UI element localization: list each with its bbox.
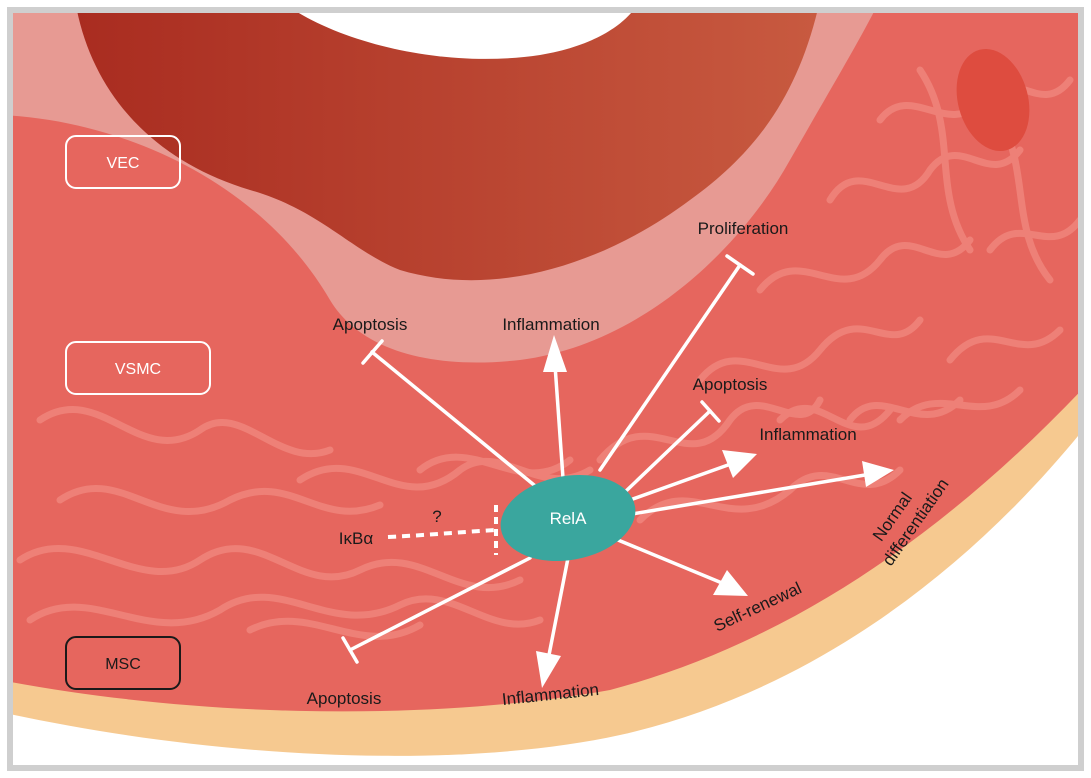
label-vsmc-apoptosis: Apoptosis bbox=[333, 315, 408, 334]
label-mid-apoptosis: Apoptosis bbox=[693, 375, 768, 394]
label-msc-apoptosis: Apoptosis bbox=[307, 689, 382, 708]
vec-label: VEC bbox=[107, 155, 140, 172]
label-vsmc-inflammation: Inflammation bbox=[502, 315, 599, 334]
rela-label: RelA bbox=[550, 509, 588, 528]
msc-label: MSC bbox=[105, 656, 141, 673]
label-mid-inflammation: Inflammation bbox=[759, 425, 856, 444]
label-question: ? bbox=[432, 507, 441, 526]
vsmc-label: VSMC bbox=[115, 361, 161, 378]
label-ikba: IκBα bbox=[339, 529, 374, 548]
label-proliferation: Proliferation bbox=[698, 219, 789, 238]
